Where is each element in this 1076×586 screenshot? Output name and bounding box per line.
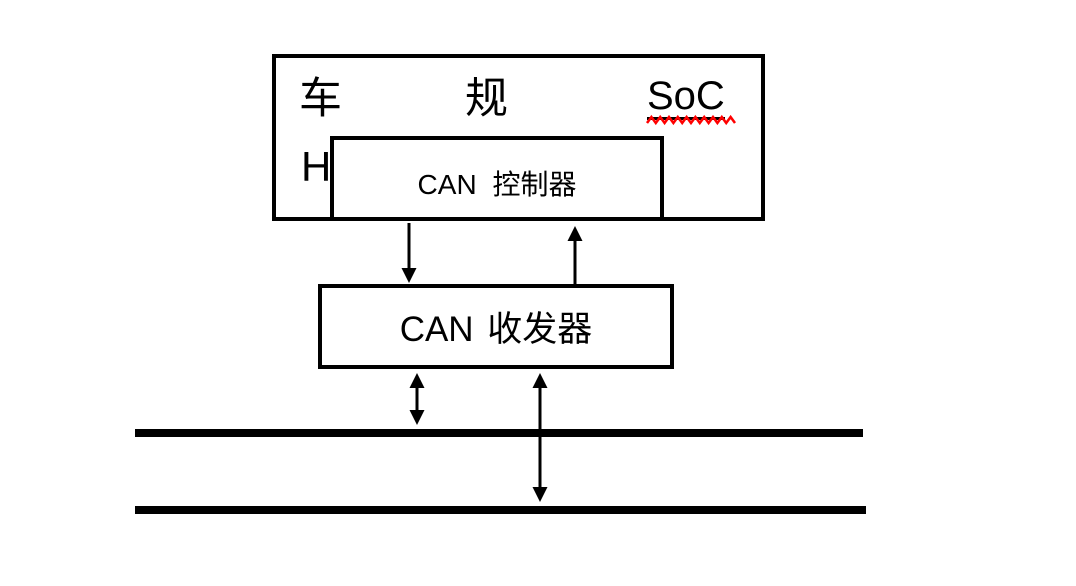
soc-label-che: 车 (299, 75, 342, 123)
can-bus-line-1 (135, 429, 863, 437)
soc-label-gui: 规 (465, 75, 508, 123)
can-bus-line-2 (135, 506, 866, 514)
soc-label-soc: SoC (647, 74, 725, 120)
soc-partial-label-h: H (301, 143, 332, 190)
can-controller-box: CAN 控制器 (330, 136, 664, 221)
can-transceiver-label: CAN 收发器 (399, 310, 593, 349)
can-controller-label: CAN 控制器 (417, 168, 577, 200)
can-transceiver-box: CAN 收发器 (318, 284, 674, 369)
